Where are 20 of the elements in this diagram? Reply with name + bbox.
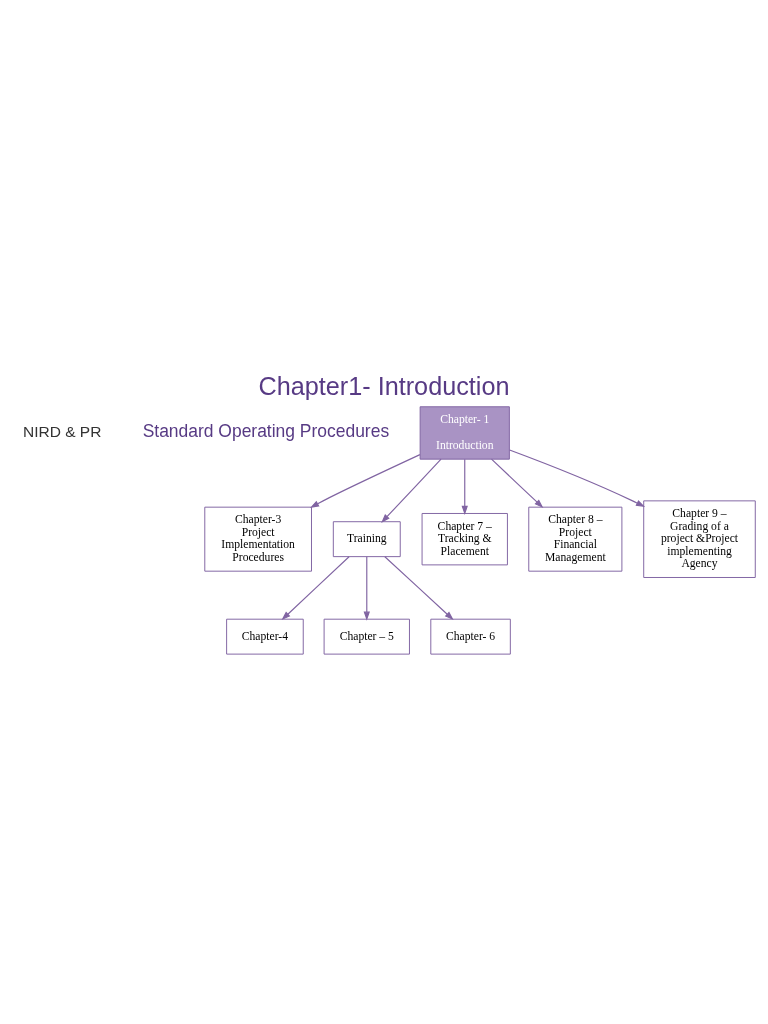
node-box: Chapter- 1 Introduction: [419, 405, 510, 460]
arrow: [381, 458, 442, 523]
node-box: Chapter- 6: [430, 618, 511, 655]
node-box: Training: [332, 520, 401, 557]
arrow: [363, 555, 370, 621]
node-box: Chapter-3 Project Implementation Procedures: [204, 506, 312, 572]
label: NIRD & PR: [22, 422, 102, 440]
arrow: [461, 458, 468, 515]
diagram-title: Chapter1- Introduction: [258, 371, 510, 400]
node-box: Chapter 7 – Tracking & Placement: [421, 512, 508, 565]
arrow: [281, 555, 350, 620]
node-box: Chapter – 5: [323, 618, 410, 655]
arrow: [509, 448, 646, 507]
node-box: Chapter 9 – Grading of a project &Project implementing Agency: [643, 499, 756, 578]
arrow: [490, 458, 544, 508]
arrow: [384, 555, 454, 620]
arrow: [309, 453, 421, 508]
node-box: Chapter-4: [226, 618, 304, 655]
node-box: Chapter 8 – Project Financial Management: [528, 506, 623, 572]
label: Standard Operating Procedures: [142, 420, 390, 441]
